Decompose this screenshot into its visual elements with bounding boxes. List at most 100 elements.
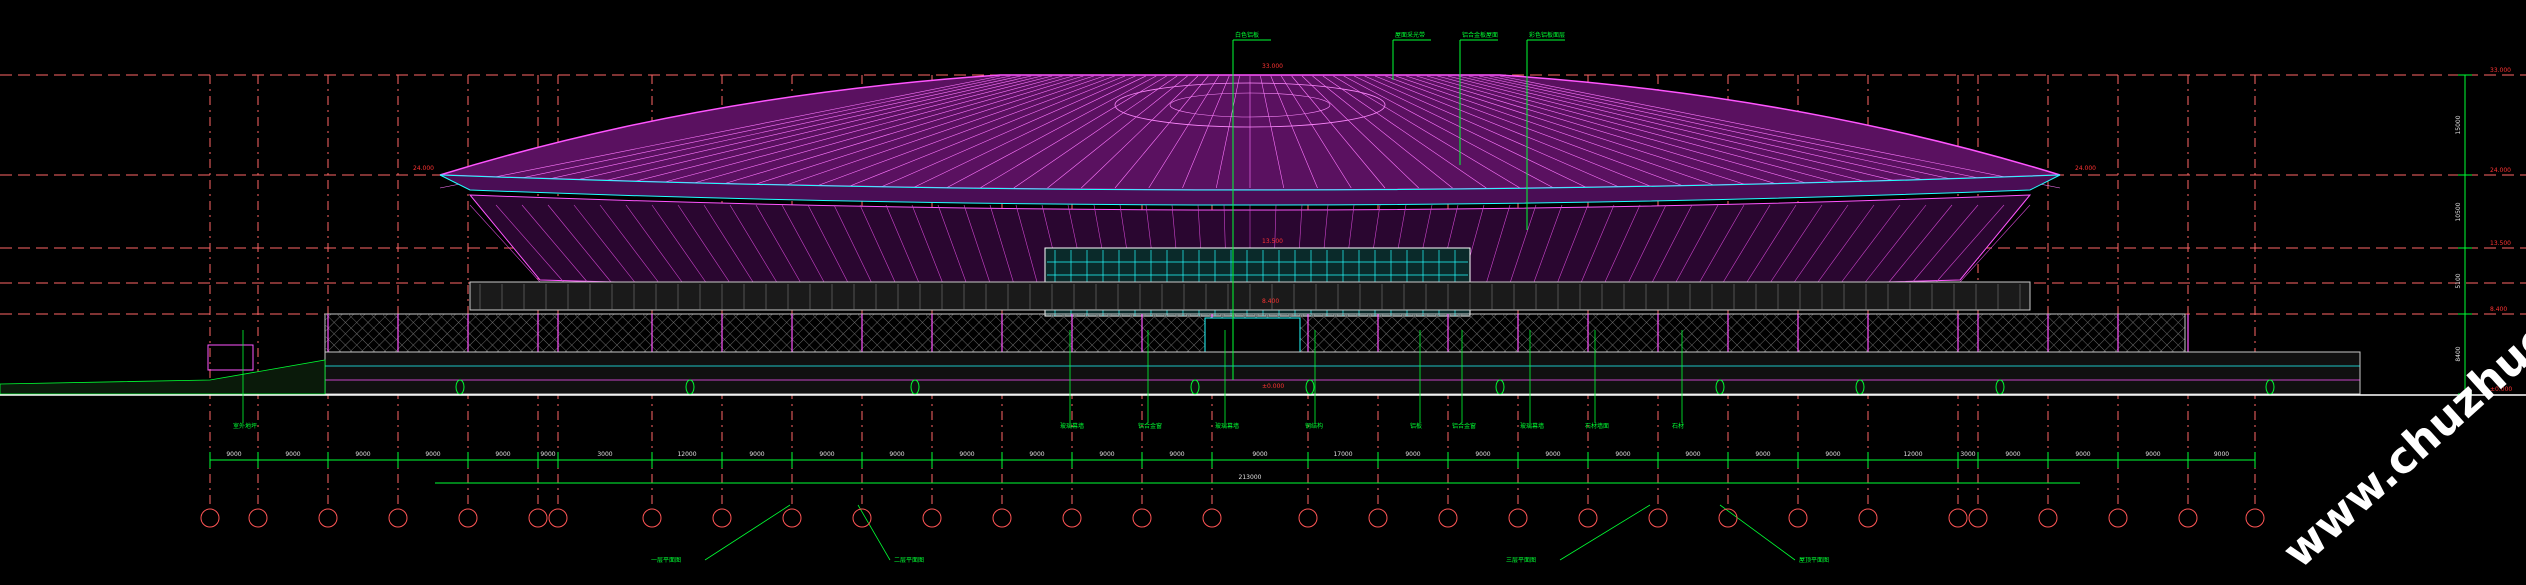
vertical-dimension [2458,74,2472,395]
bowl-rib [599,204,659,283]
bottom-callout-label: 铝合金窗 [1452,422,1476,430]
grid-bubble [388,508,408,528]
dimension-segment: 9000 [495,451,510,458]
roof-rib [777,75,1105,189]
roof-rib [1364,75,1622,189]
bowl-rib [1794,204,1849,283]
roof-ribs [439,75,2061,189]
elev-right-3: 13.500 [2490,240,2511,247]
bowl-rib [1699,204,1745,283]
roof-rib [1081,75,1199,189]
bowl-rib [1604,204,1641,283]
dimension-segment: 12000 [677,451,696,458]
roof-rib [1489,75,2027,189]
grid-bubble [318,508,338,528]
dimension-segment: 9000 [1755,451,1770,458]
base-plinth [324,351,2361,395]
plinth-opening [455,379,465,395]
plinth-opening [685,379,695,395]
roof-rib [676,75,1073,189]
elev-roof-top: 33.000 [1262,63,1283,70]
elev-roof-edge-left: 24.000 [413,165,434,172]
vertical-dimension-text: 8400 [2455,346,2462,361]
grid-bubble [1858,508,1878,528]
dimension-segment: 9000 [1685,451,1700,458]
roof-rib [878,75,1136,189]
roof-rib [709,75,1084,189]
grid-bubble [200,508,220,528]
grid-bubble [248,508,268,528]
roof-rib [1013,75,1178,189]
roof-rib [439,75,1001,189]
bottom-callout-label: 玻璃幕墙 [1215,422,1239,430]
bottom-callout-label: 石材 [1672,422,1684,430]
bowl-rib [755,204,801,283]
dimension-segment: 9000 [425,451,440,458]
bowl-rib [833,204,872,283]
bowl-rib [677,204,730,283]
bowl-rib [1936,204,2005,283]
dimension-ticks [209,452,2256,468]
roof-rib [1479,75,1993,189]
dimension-segment: 9000 [1252,451,1267,458]
dimension-segment: 9000 [819,451,834,458]
concourse-grid [479,284,2021,310]
grid-bubble [1648,508,1668,528]
elev-right-1: 33.000 [2490,67,2511,74]
roof-rib [1406,75,1757,189]
roof-rib [1499,75,2061,189]
roof-rib [1312,75,1453,189]
bowl-rib [1746,204,1797,283]
top-callout-label: 铝合金板屋面 [1462,31,1498,39]
plinth-opening [910,379,920,395]
elev-right-4: 8.400 [2490,306,2507,313]
grid-bubble [2038,508,2058,528]
bowl-rib [495,204,564,283]
bowl-rib [1628,204,1667,283]
grid-bubble [642,508,662,528]
bowl-rib [521,204,588,283]
elev-canopy: 13.500 [1262,238,1283,245]
roof-rib [1114,75,1209,189]
bowl-rib [1888,204,1953,283]
bowl-rib [911,204,943,283]
bowl-rib [989,204,1014,283]
grid-bubble [1132,508,1152,528]
plinth-opening [1715,379,1725,395]
bottom-callouts: 室外地坪玻璃幕墙铝合金窗玻璃幕墙钢结构铝板铝合金窗玻璃幕墙石材墙面石材 [233,330,1684,430]
roof-rib [1385,75,1689,189]
elev-right-2: 24.000 [2490,167,2511,174]
plinth-opening [2265,379,2275,395]
roof-rib [1333,75,1521,189]
bottom-callout-label: 玻璃幕墙 [1060,422,1084,430]
gate-house [207,344,254,371]
grid-bubble [712,508,732,528]
grid-bubble [1718,508,1738,528]
dimension-segment: 9000 [226,451,241,458]
bottom-callout-label: 石材墙面 [1585,422,1609,430]
dimension-segment: 9000 [1169,451,1184,458]
grid-bubble [1202,508,1222,528]
roof-rib [541,75,1032,189]
roof-rib [574,75,1042,189]
leader-line [1719,504,1796,561]
bowl-rib [1865,204,1927,283]
grid-bubble [2178,508,2198,528]
grid-bubble [1508,508,1528,528]
leader-line [857,504,891,561]
dimension-segment: 9000 [1615,451,1630,458]
bowl-rib [651,204,706,283]
roof-rib [473,75,1011,189]
roof-rib [1354,75,1588,189]
grid-bubble [458,508,478,528]
top-callout-label: 白色铝板 [1235,31,1259,39]
plinth-opening [1190,379,1200,395]
dimension-segment: 9000 [540,451,555,458]
roof-rib [1395,75,1723,189]
bowl-rib [1770,204,1823,283]
dimension-segment: 9000 [2005,451,2020,458]
roof-rib [1343,75,1554,189]
bowl-rib [1533,204,1563,283]
